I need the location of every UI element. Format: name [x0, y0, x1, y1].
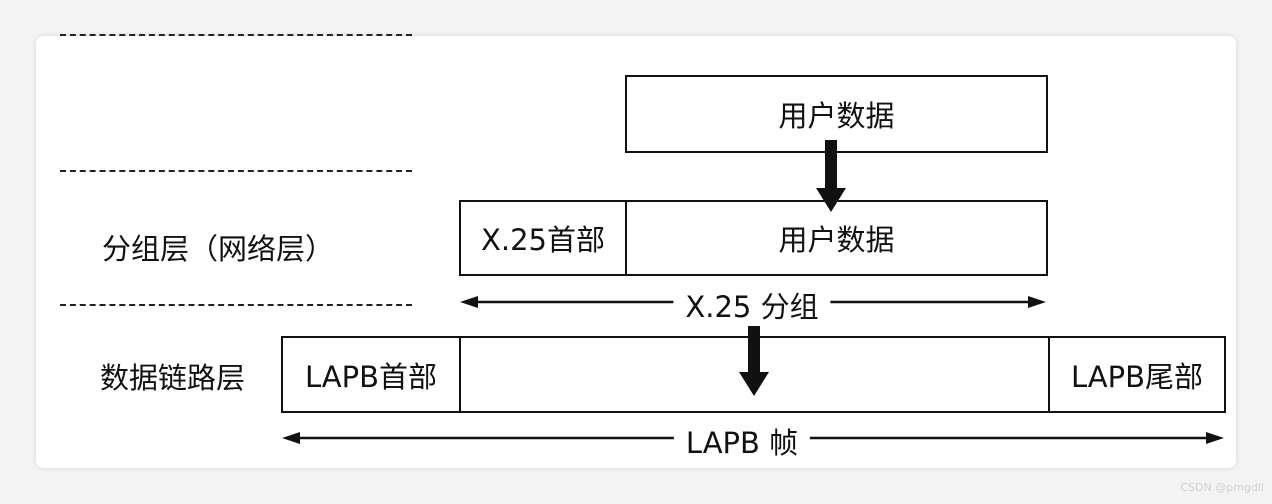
x25-span-label: X.25 分组 — [673, 284, 831, 326]
down-arrow-2 — [739, 322, 769, 396]
datalink-layer-label: 数据链路层 — [100, 361, 246, 395]
down-arrow-1 — [816, 140, 846, 212]
lapb-span-label: LAPB 帧 — [673, 420, 811, 462]
separator-bottom — [60, 304, 412, 306]
lapb-header-cell: LAPB首部 — [283, 338, 461, 411]
lapb-trailer-cell: LAPB尾部 — [1070, 359, 1204, 394]
separator-top — [60, 34, 412, 36]
x25-header-cell: X.25首部 — [461, 202, 627, 274]
lapb-body-cell — [461, 338, 1050, 411]
network-layer-label: 分组层（网络层） — [102, 232, 335, 266]
x25-packet-box: X.25首部 用户数据 — [459, 200, 1048, 276]
user-data-label: 用户数据 — [778, 99, 895, 133]
x25-user-data-cell: 用户数据 — [778, 223, 895, 257]
watermark-text: CSDN @pmgdll — [1180, 481, 1264, 494]
separator-middle — [60, 170, 412, 172]
